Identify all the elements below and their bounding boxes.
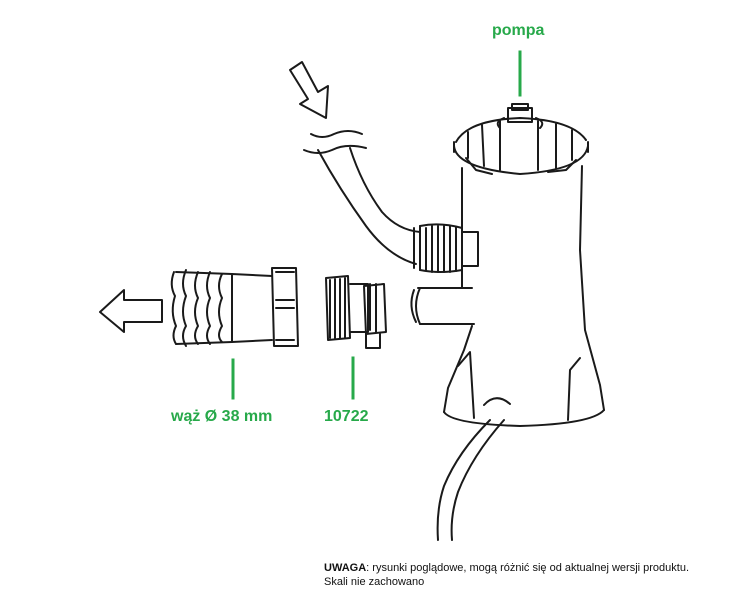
hose-38mm xyxy=(170,269,273,347)
pump-body xyxy=(443,103,605,427)
adapter-10722 xyxy=(325,275,387,349)
coupling-nut xyxy=(271,267,299,347)
disclaimer-prefix: UWAGA xyxy=(324,562,367,574)
outflow-arrow-icon xyxy=(99,289,163,333)
pump-label: pompa xyxy=(492,22,545,39)
outlet-port xyxy=(410,287,475,325)
inlet-hose xyxy=(303,130,421,265)
hose-label: wąż Ø 38 mm xyxy=(171,408,273,425)
disclaimer-text: : rysunki poglądowe, mogą różnić się od … xyxy=(366,562,690,574)
disclaimer-line-1: UWAGA: rysunki poglądowe, mogą różnić si… xyxy=(324,561,689,575)
disclaimer-note: UWAGA: rysunki poglądowe, mogą różnić si… xyxy=(324,561,689,589)
inflow-arrow-icon xyxy=(289,61,329,119)
inlet-connector xyxy=(413,223,479,273)
power-cord xyxy=(436,397,511,541)
adapter-code-label: 10722 xyxy=(324,408,369,425)
disclaimer-line-2: Skali nie zachowano xyxy=(324,576,425,588)
